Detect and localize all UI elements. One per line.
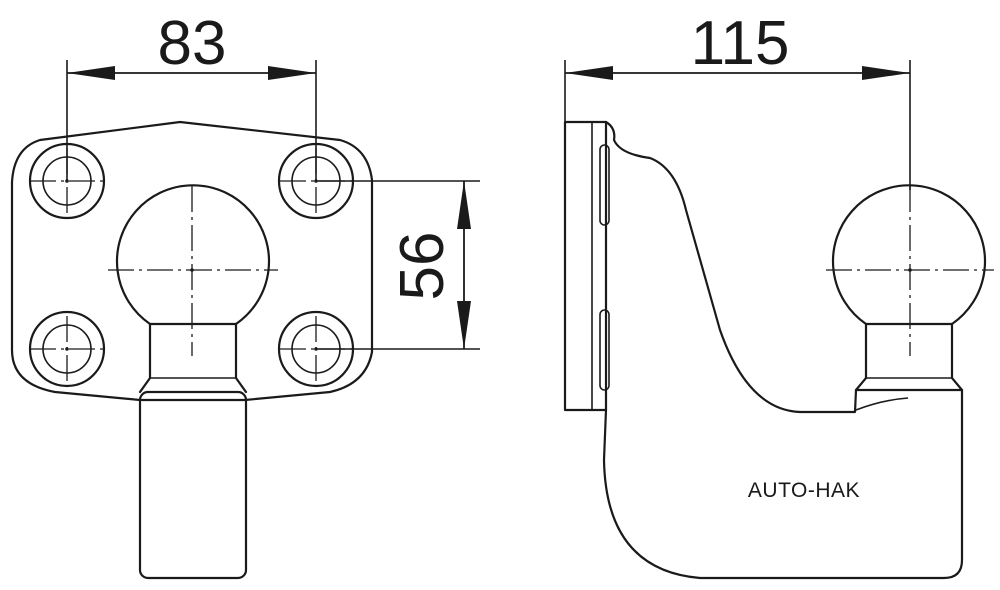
dimension-ball-offset: 115 [564, 9, 911, 190]
dimension-label-83: 83 [158, 9, 227, 78]
dimension-hole-spacing-horizontal: 83 [66, 9, 317, 181]
mounting-plate-outline [10, 120, 374, 402]
hitch-arm-body [602, 120, 964, 580]
dimension-hole-spacing-vertical: 56 [316, 180, 480, 350]
front-view [10, 120, 374, 580]
tow-bar-shank [138, 390, 248, 580]
tow-ball-side [826, 184, 994, 392]
brand-label: AUTO-HAK [748, 479, 860, 502]
dimension-label-115: 115 [691, 9, 790, 78]
side-view: AUTO-HAK [563, 120, 994, 580]
tow-ball-front [108, 184, 278, 394]
dimension-label-56: 56 [388, 232, 457, 301]
mounting-hole-bottom-left [28, 310, 106, 388]
